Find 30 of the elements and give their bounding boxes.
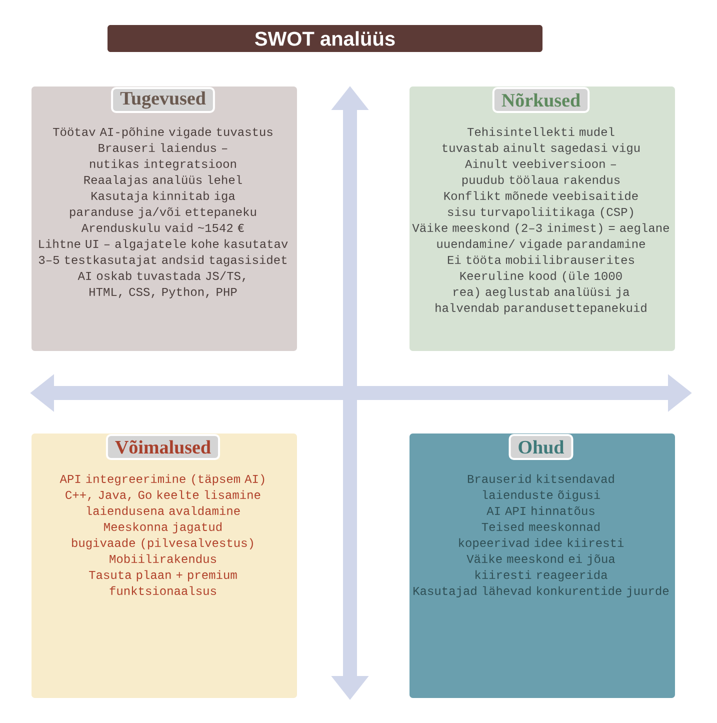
title-banner: SWOT analüüs xyxy=(108,25,542,52)
list-item: Meeskonna jagatud bugivaade (pilvesalvestus) xyxy=(72,522,253,550)
list-item: Väike meeskond ei jõua kiiresti reageerida xyxy=(466,554,615,582)
list-item: Kasutajad lähevad konkurentide juurde xyxy=(414,586,669,598)
list-item: Ei tööta mobiilibrauserites xyxy=(448,255,634,264)
list-item: Brauserid kitsendavad laienduste õigusi xyxy=(468,474,614,502)
list-item: Lihtne UI – algajatele kohe kasutatav xyxy=(39,239,288,250)
list-item: Reaalajas analüüs lehel xyxy=(84,175,242,186)
list-item: Väike meeskond (2–3 inimest) = aeglane uuendamine/ vigade parandamine xyxy=(412,223,669,250)
list-item: Keeruline kood (üle 1000 rea) aeglustab analüüsi ja halvendab parandusettepanekuid xyxy=(436,271,646,314)
list-item: C++, Java, Go keelte lisamine xyxy=(66,490,260,502)
list-item: Tasuta plaan + premium funktsionaalsus xyxy=(89,570,237,595)
heading-badge: Ohud xyxy=(508,434,574,460)
list-item: Ainult veebiversioon – puudub töölaua rakendus xyxy=(462,159,620,186)
list-item: AI oskab tuvastada JS/TS, HTML, CSS, Python, PHP xyxy=(78,271,246,298)
heading-badge: Võimalused xyxy=(106,434,220,460)
list-item: Tehisintellekti mudel tuvastab ainult sagedasi vigu xyxy=(442,127,640,154)
heading-badge: Nõrkused xyxy=(492,87,590,113)
list-item: Konflikt mõnede veebisaitide sisu turvapoliitikaga (CSP) xyxy=(444,191,638,218)
list-item: laiendusena avaldamine xyxy=(86,506,240,516)
list-item: Brauseri laiendus – nutikas integratsioon xyxy=(90,143,236,170)
list-item: Arenduskulu vaid ~1542 € xyxy=(81,223,244,232)
list-item: 3–5 testkasutajat andsid tagasisidet xyxy=(38,255,287,266)
list-item: AI API hinnatõus xyxy=(486,506,594,515)
list-item: Teised meeskonnad kopeerivad idee kiiresti xyxy=(459,522,624,550)
list-item: Kasutaja kinnitab iga paranduse ja/või ettepaneku xyxy=(70,191,256,218)
list-item: Töötav AI-põhine vigade tuvastus xyxy=(53,127,272,138)
list-item: Mobiilirakendus xyxy=(110,554,216,564)
list-item: API integreerimine (täpsem AI) xyxy=(60,474,264,486)
heading-badge: Tugevused xyxy=(111,87,215,113)
